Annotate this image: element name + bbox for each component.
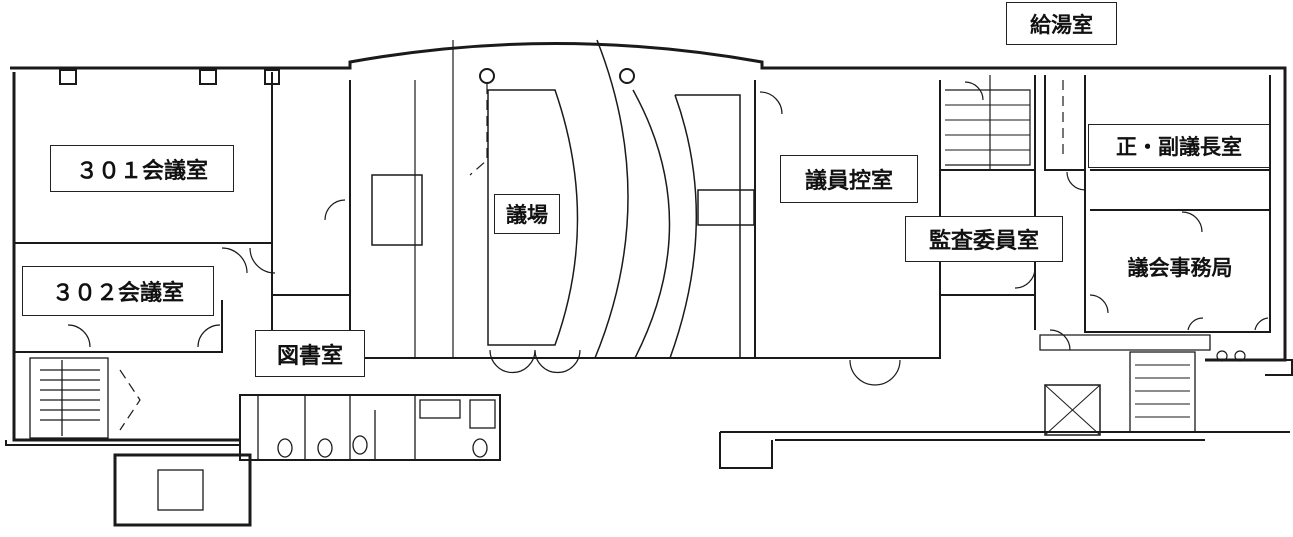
left-wing-walls [14, 69, 351, 360]
dashed-lines [119, 80, 1064, 431]
exterior-walls [5, 42, 1293, 469]
right-wing-walls [1039, 75, 1271, 436]
stair-left [29, 357, 109, 439]
toilet-block [257, 395, 496, 460]
room-302-label: ３０２会議室 [22, 266, 214, 316]
elevator-bottom-left [113, 453, 252, 527]
kitchenette-label: 給湯室 [1006, 2, 1117, 45]
assembly-hall-label: 議場 [494, 194, 560, 234]
audit-committee-room-label: 監査委員室 [905, 216, 1063, 262]
chair-vice-chair-room-label: 正・副議長室 [1088, 124, 1270, 168]
door-swings [67, 81, 1269, 386]
library-label: 図書室 [255, 330, 365, 377]
room-301-label: ３０１会議室 [50, 145, 234, 192]
secretariat-label: 議会事務局 [1127, 256, 1233, 280]
assembly-hall-walls [350, 39, 756, 374]
members-waiting-room-label: 議員控室 [780, 155, 918, 203]
